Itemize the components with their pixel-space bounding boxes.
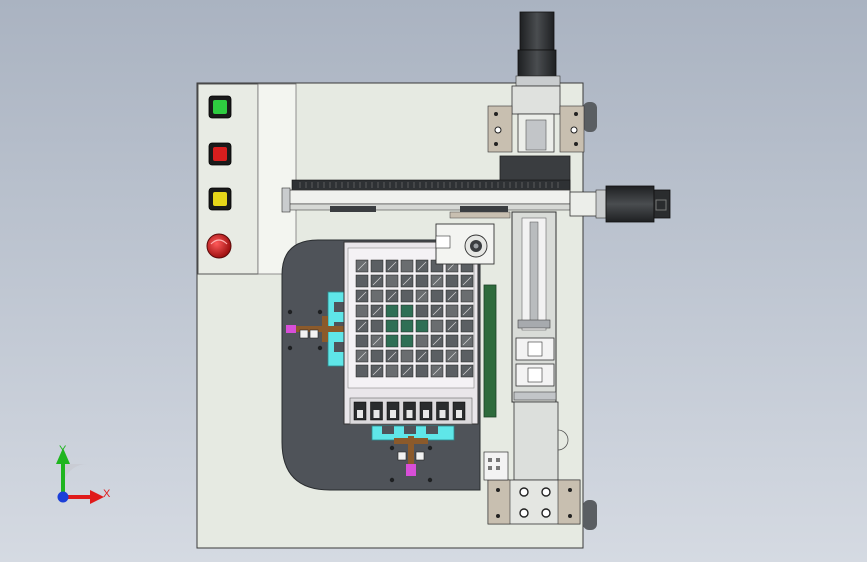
cell-hatch: [357, 291, 367, 301]
axis-triad: [56, 448, 104, 504]
tray-latch-window: [423, 410, 429, 418]
tray-cell: [415, 334, 429, 348]
tray-cell: [370, 349, 384, 363]
x-axis-label: X: [103, 488, 111, 500]
emergency-stop-button[interactable]: [206, 233, 232, 259]
cell-hatch: [417, 351, 427, 361]
cell-hatch: [357, 261, 367, 271]
tray-cell: [385, 304, 399, 318]
tray-cell: [430, 319, 444, 333]
tray-cell: [400, 349, 414, 363]
tray-cell: [415, 364, 429, 378]
tray-latch-window: [373, 410, 380, 418]
tray-cell: [355, 274, 369, 288]
tray-latch-window: [357, 410, 363, 418]
stop-button[interactable]: [208, 142, 232, 166]
cell-hatch: [462, 306, 472, 316]
cell-hatch: [387, 261, 397, 271]
tray-cell: [370, 259, 384, 273]
tray-cell: [445, 334, 459, 348]
support-feet: [583, 102, 597, 530]
tray-cell: [385, 319, 399, 333]
tray-cell: [385, 274, 399, 288]
tray-cell: [400, 334, 414, 348]
bottom-clamp-fixture: [371, 425, 455, 476]
cell-hatch: [402, 276, 412, 286]
cell-hatch: [447, 321, 457, 331]
reset-button[interactable]: [208, 187, 232, 211]
cell-hatch: [417, 291, 427, 301]
tray-cell: [430, 289, 444, 303]
tray-latch-window: [390, 410, 396, 418]
tray-cell: [445, 364, 459, 378]
tray-cell: [400, 304, 414, 318]
pick-head: [435, 223, 495, 265]
tray-cell: [400, 289, 414, 303]
x-axis-gantry: [281, 155, 571, 219]
tray-cell: [445, 274, 459, 288]
left-clamp-fixture: [286, 291, 349, 367]
cell-hatch: [372, 306, 382, 316]
cell-hatch: [462, 276, 472, 286]
cell-hatch: [462, 336, 472, 346]
tray-cell: [460, 289, 474, 303]
cell-hatch: [372, 366, 382, 376]
cell-hatch: [372, 336, 382, 346]
cell-hatch: [432, 366, 442, 376]
tray-cell: [355, 304, 369, 318]
bottom-mount-block: [483, 451, 581, 525]
tray-cell: [400, 319, 414, 333]
plate-screws: [287, 309, 433, 483]
cell-hatch: [462, 366, 472, 376]
cell-hatch: [432, 306, 442, 316]
pcb-board: [483, 284, 497, 418]
cell-hatch: [432, 336, 442, 346]
tray-cell: [415, 304, 429, 318]
tray-cell: [415, 319, 429, 333]
tray-cell: [385, 364, 399, 378]
cell-hatch: [432, 276, 442, 286]
tray-cell: [370, 319, 384, 333]
tray-cell: [385, 334, 399, 348]
tray-cell: [370, 289, 384, 303]
tray-latch-window: [456, 410, 462, 418]
tray-cell: [460, 349, 474, 363]
cell-hatch: [357, 351, 367, 361]
tray-cell: [430, 349, 444, 363]
tray-cell: [460, 319, 474, 333]
tray-cell: [415, 274, 429, 288]
tray-latch-window: [439, 410, 446, 418]
tray-cell: [355, 364, 369, 378]
x-motor-assembly: [569, 185, 671, 223]
tray-cell: [355, 334, 369, 348]
cell-hatch: [387, 291, 397, 301]
start-button[interactable]: [208, 95, 232, 119]
y-axis-module: [511, 211, 569, 481]
y-axis-label: Y: [59, 444, 67, 456]
tray-cell: [445, 304, 459, 318]
cell-hatch: [372, 276, 382, 286]
tray-cell: [400, 259, 414, 273]
cell-hatch: [447, 291, 457, 301]
cell-hatch: [357, 321, 367, 331]
tray-latch-window: [406, 410, 413, 418]
cell-hatch: [447, 351, 457, 361]
cell-hatch: [417, 261, 427, 271]
cell-hatch: [387, 351, 397, 361]
cell-hatch: [402, 366, 412, 376]
y-motor-assembly: [487, 11, 585, 153]
